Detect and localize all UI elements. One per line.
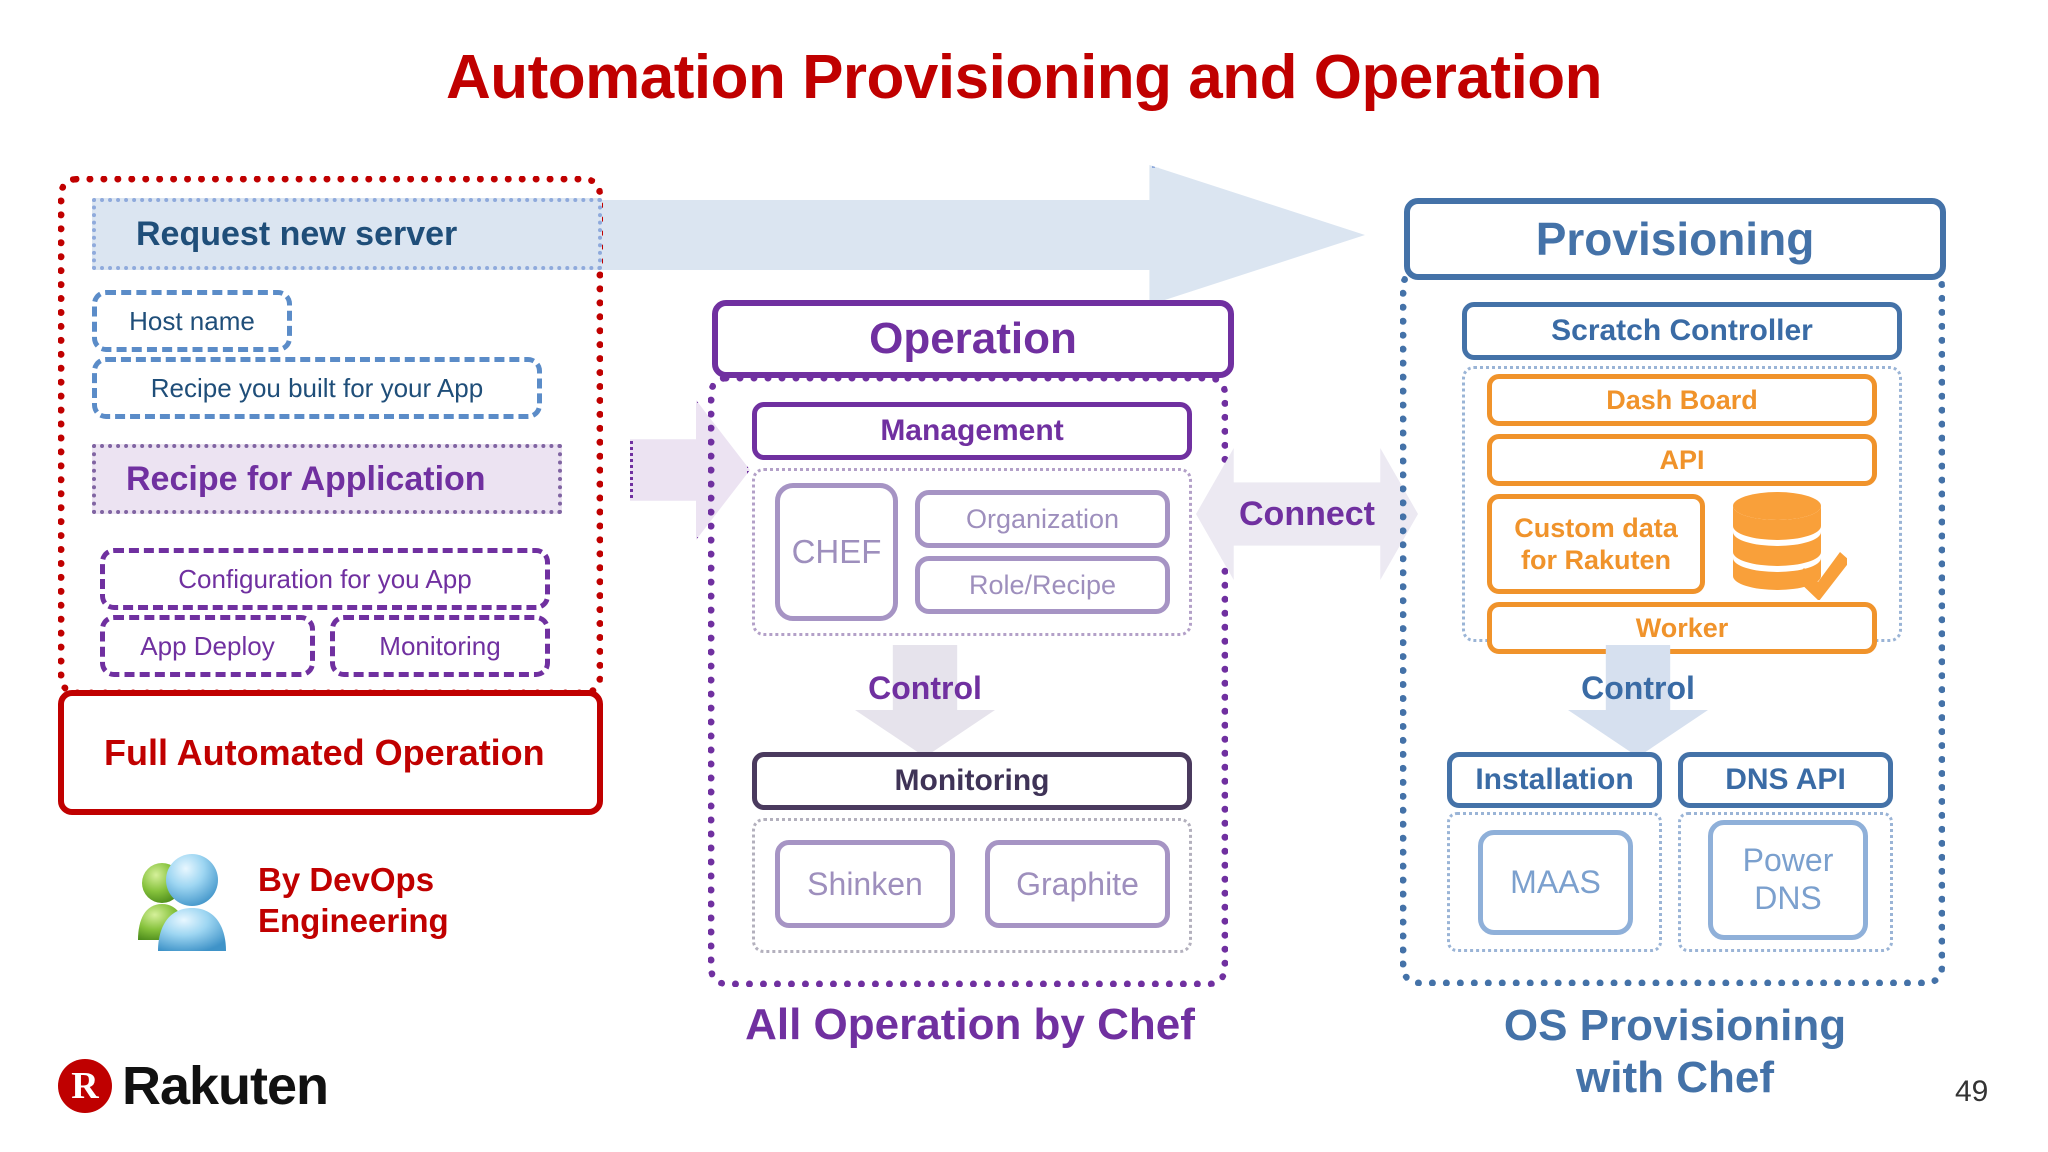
management-body-zone	[752, 468, 1192, 636]
connect-label: Connect	[1239, 494, 1375, 533]
shinken-label: Shinken	[807, 865, 923, 902]
request-to-provisioning-arrow	[595, 165, 1365, 305]
monitoring-body-zone	[752, 818, 1192, 953]
devops-attribution: By DevOps Engineering	[130, 840, 570, 960]
monitoring-left-label: Monitoring	[379, 630, 501, 661]
right-control-label-wrap: Control	[1553, 665, 1723, 711]
organization-box: Organization	[915, 490, 1170, 548]
database-check-icon	[1733, 492, 1847, 600]
installation-header-box: Installation	[1447, 752, 1662, 808]
api-box: API	[1487, 434, 1877, 486]
host-name-box: Host name	[92, 290, 292, 352]
power-dns-box: Power DNS	[1708, 820, 1868, 940]
center-control-label: Control	[868, 669, 982, 706]
custom-data-text: Custom data for Rakuten	[1514, 512, 1678, 577]
devops-line1: By DevOps	[258, 860, 435, 898]
custom-data-line2: for Rakuten	[1520, 545, 1672, 575]
installation-label: Installation	[1475, 763, 1634, 796]
role-recipe-box: Role/Recipe	[915, 556, 1170, 614]
scratch-controller-header-box: Scratch Controller	[1462, 302, 1902, 360]
dash-board-box: Dash Board	[1487, 374, 1877, 426]
custom-data-box: Custom data for Rakuten	[1487, 494, 1705, 594]
chef-box: CHEF	[775, 483, 898, 621]
graphite-box: Graphite	[985, 840, 1170, 928]
recipe-for-application-label: Recipe for Application	[126, 459, 486, 498]
right-caption-line1: OS Provisioning	[1503, 1001, 1847, 1050]
custom-data-line1: Custom data	[1514, 512, 1678, 543]
center-operation-panel	[708, 375, 1228, 987]
dns-api-body-zone	[1678, 812, 1893, 952]
rakuten-logo-word: Rakuten	[122, 1056, 329, 1116]
role-recipe-label: Role/Recipe	[968, 569, 1117, 600]
dns-api-header-box: DNS API	[1678, 752, 1893, 808]
right-caption: OS Provisioning with Chef	[1355, 1000, 1995, 1104]
monitoring-header-box: Monitoring	[752, 752, 1192, 810]
devops-text-block: By DevOps Engineering	[258, 859, 449, 942]
operation-header-box: Operation	[712, 300, 1234, 378]
management-header-box: Management	[752, 402, 1192, 460]
center-caption: All Operation by Chef	[745, 1000, 1195, 1049]
provisioning-header-label: Provisioning	[1535, 213, 1815, 265]
installation-body-zone	[1447, 812, 1662, 952]
devops-line2: Engineering	[258, 902, 449, 939]
page-title: Automation Provisioning and Operation	[445, 43, 1603, 112]
right-caption-line2: with Chef	[1576, 1052, 1774, 1102]
power-dns-label: Power DNS	[1742, 842, 1834, 916]
configuration-for-app-label: Configuration for you App	[178, 563, 472, 594]
dns-api-label: DNS API	[1725, 763, 1846, 796]
api-label: API	[1659, 444, 1705, 475]
maas-box: MAAS	[1478, 830, 1633, 935]
app-deploy-box: App Deploy	[100, 615, 315, 677]
graphite-label: Graphite	[1016, 865, 1139, 902]
request-new-server-label: Request new server	[136, 214, 458, 253]
maas-label: MAAS	[1510, 863, 1601, 900]
worker-label: Worker	[1635, 612, 1729, 643]
configuration-for-app-box: Configuration for you App	[100, 548, 550, 610]
rakuten-logo: R Rakuten	[58, 1055, 329, 1117]
operation-header-label: Operation	[869, 314, 1077, 363]
chef-label: CHEF	[791, 533, 882, 570]
full-automated-operation-box: Full Automated Operation	[58, 690, 603, 815]
provisioning-header-box: Provisioning	[1404, 198, 1946, 280]
recipe-for-application-bar: Recipe for Application	[92, 444, 562, 514]
monitoring-left-box: Monitoring	[330, 615, 550, 677]
host-name-label: Host name	[129, 305, 255, 336]
full-automated-operation-label: Full Automated Operation	[104, 731, 545, 773]
rakuten-logo-mark: R	[58, 1059, 112, 1113]
dash-board-label: Dash Board	[1606, 384, 1758, 415]
people-icon	[138, 853, 226, 951]
connect-label-wrap: Connect	[1196, 448, 1418, 580]
recipe-you-built-label: Recipe you built for your App	[150, 372, 484, 403]
right-control-label: Control	[1581, 669, 1695, 706]
monitoring-header-label: Monitoring	[894, 764, 1050, 797]
page-number: 49	[1955, 1075, 1989, 1108]
recipe-you-built-box: Recipe you built for your App	[92, 357, 542, 419]
scratch-controller-label: Scratch Controller	[1551, 314, 1813, 347]
organization-label: Organization	[965, 503, 1120, 534]
center-control-label-wrap: Control	[840, 665, 1010, 711]
management-header-label: Management	[880, 414, 1064, 447]
shinken-box: Shinken	[775, 840, 955, 928]
worker-box: Worker	[1487, 602, 1877, 654]
app-deploy-label: App Deploy	[140, 630, 275, 661]
request-new-server-bar: Request new server	[92, 198, 602, 270]
